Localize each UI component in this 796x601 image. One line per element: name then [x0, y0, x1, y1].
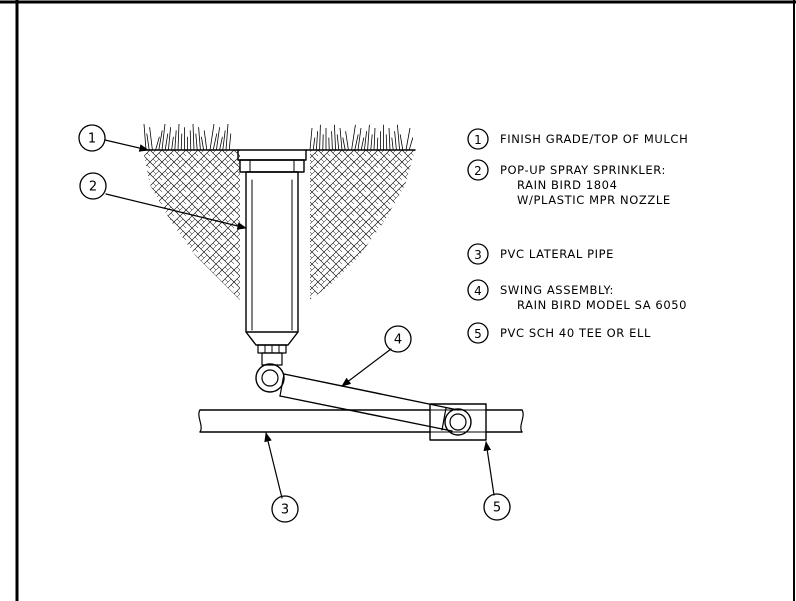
lateral-pipe — [198, 409, 524, 433]
callout-1: 1 — [78, 124, 106, 152]
legend-item-3: 3 PVC LATERAL PIPE — [467, 243, 614, 265]
legend-item-3-number: 3 — [474, 248, 482, 262]
upper-swing-elbow — [255, 363, 285, 393]
callout-5: 5 — [483, 493, 511, 521]
callout-3-number: 3 — [281, 503, 289, 518]
callout-1-number: 1 — [88, 132, 96, 147]
legend-item-4-number: 4 — [474, 284, 482, 298]
legend-item-1-number: 1 — [474, 133, 482, 147]
tee-fitting — [429, 403, 487, 441]
legend-item-2-line-1: POP-UP SPRAY SPRINKLER: — [500, 163, 666, 177]
legend-item-4-line-2: RAIN BIRD MODEL SA 6050 — [517, 298, 687, 312]
leader-lines — [104, 139, 495, 499]
grass-blade-group — [309, 124, 414, 151]
legend-item-3-line-1: PVC LATERAL PIPE — [500, 247, 614, 261]
legend-item-2-line-2: RAIN BIRD 1804 — [517, 178, 618, 192]
grass-tufts — [143, 123, 414, 151]
callout-4: 4 — [384, 325, 412, 353]
callout-3: 3 — [271, 495, 299, 523]
callout-5-number: 5 — [493, 501, 501, 516]
legend-item-4-line-1: SWING ASSEMBLY: — [500, 283, 614, 297]
legend-item-5-line-1: PVC SCH 40 TEE OR ELL — [500, 326, 651, 340]
legend-item-2-line-3: W/PLASTIC MPR NOZZLE — [517, 193, 671, 207]
legend-item-4: 4 SWING ASSEMBLY: RAIN BIRD MODEL SA 605… — [467, 279, 687, 312]
legend-item-1: 1 FINISH GRADE/TOP OF MULCH — [467, 128, 688, 150]
grass-blade-group — [143, 123, 232, 151]
legend: 1 FINISH GRADE/TOP OF MULCH 2 POP-UP SPR… — [467, 128, 688, 344]
callout-2-number: 2 — [89, 180, 97, 195]
soil-hatch — [143, 150, 415, 300]
legend-item-2: 2 POP-UP SPRAY SPRINKLER: RAIN BIRD 1804… — [467, 159, 671, 207]
sprinkler-body — [237, 149, 307, 366]
callout-2: 2 — [79, 172, 107, 200]
legend-item-5-number: 5 — [474, 327, 482, 341]
swing-assembly-pipe — [279, 373, 459, 432]
legend-item-2-number: 2 — [474, 164, 482, 178]
legend-item-1-line-1: FINISH GRADE/TOP OF MULCH — [500, 132, 688, 146]
legend-item-5: 5 PVC SCH 40 TEE OR ELL — [467, 322, 651, 344]
callout-4-number: 4 — [394, 333, 402, 348]
